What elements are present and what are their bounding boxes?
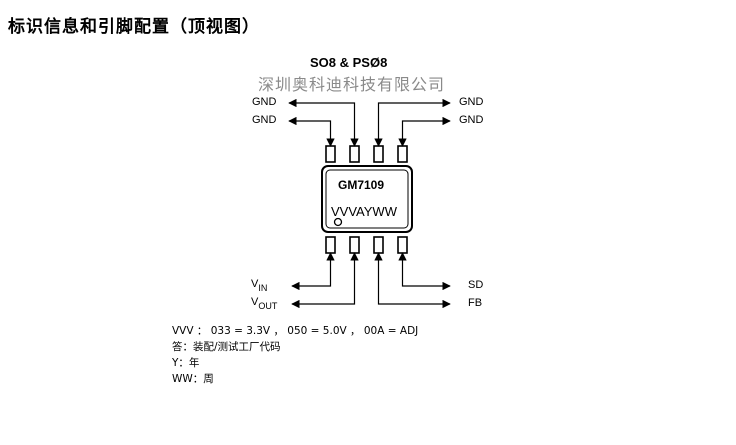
pin-label-gnd-tl1: GND <box>252 96 277 108</box>
pin-label-sd: SD <box>468 279 484 291</box>
conn-vout <box>291 252 359 309</box>
conn-top-4 <box>398 116 451 147</box>
chip-part-number: GM7109 <box>338 178 385 192</box>
pin1-dot <box>333 217 343 227</box>
pin-label-gnd-tl2: GND <box>252 114 277 126</box>
note-line: 答：装配/测试工厂代码 <box>172 341 281 353</box>
conn-sd <box>398 252 451 291</box>
pin-label-gnd-tr1: GND <box>459 96 484 108</box>
chip-marking: VVVAYWW <box>331 204 397 219</box>
bottom-pins <box>325 236 408 254</box>
note-line: Y：年 <box>172 357 200 369</box>
pin-label-gnd-tr2: GND <box>459 114 484 126</box>
page-title: 标识信息和引脚配置（顶视图） <box>8 17 260 37</box>
pin-label-fb: FB <box>468 297 483 309</box>
pin-label-vout: VOUT <box>251 296 278 311</box>
conn-top-3 <box>374 98 451 147</box>
chip-body <box>321 165 413 233</box>
note-line: VVV ： 033 = 3.3V ， 050 = 5.0V ， 00A = AD… <box>172 325 419 337</box>
package-label: SO8 & PSØ8 <box>310 55 388 70</box>
conn-fb <box>374 252 451 309</box>
conn-top-1 <box>288 116 335 147</box>
company-watermark: 深圳奥科迪科技有限公司 <box>258 75 446 94</box>
conn-vin <box>291 252 335 291</box>
conn-top-2 <box>288 98 359 147</box>
note-line: WW：周 <box>172 373 214 385</box>
marking-notes: VVV ： 033 = 3.3V ， 050 = 5.0V ， 00A = AD… <box>172 323 418 387</box>
pin-label-vin: VIN <box>251 278 268 293</box>
top-pins <box>325 145 408 163</box>
